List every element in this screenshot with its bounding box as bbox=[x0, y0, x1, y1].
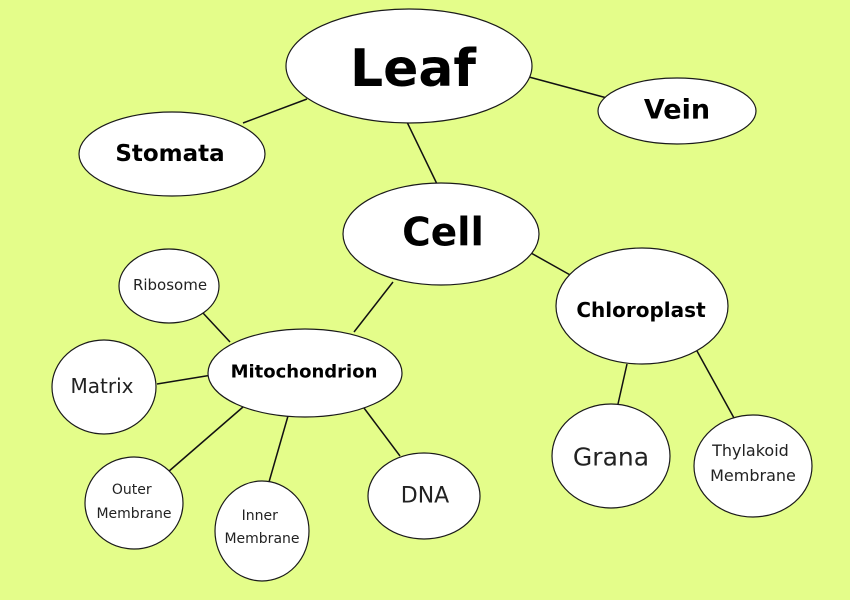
connector-lines bbox=[156, 76, 735, 483]
node-cell-shape bbox=[342, 182, 540, 286]
node-dna-label: DNA bbox=[401, 484, 449, 509]
node-stomata: Stomata bbox=[78, 111, 266, 197]
node-cell-label: Cell bbox=[402, 211, 484, 256]
edge-leaf-cell bbox=[405, 119, 438, 185]
node-thylakoid-membrane-line2: Membrane bbox=[710, 466, 796, 485]
node-mitochondrion-shape bbox=[207, 328, 403, 418]
node-outer-membrane: Outer Membrane bbox=[84, 456, 184, 550]
node-grana: Grana bbox=[551, 403, 671, 509]
node-ribosome-shape bbox=[118, 248, 220, 324]
node-grana-label: Grana bbox=[573, 443, 649, 472]
node-inner-membrane-shape bbox=[214, 480, 310, 582]
node-thylakoid-membrane-shape bbox=[693, 414, 813, 518]
node-ribosome-label: Ribosome bbox=[133, 276, 207, 294]
node-vein-shape bbox=[597, 77, 757, 145]
edge-chloroplast-thylakoid-membrane bbox=[696, 350, 735, 419]
node-outer-membrane-shape bbox=[84, 456, 184, 550]
edge-mitochondrion-dna bbox=[363, 407, 401, 457]
node-matrix-label: Matrix bbox=[71, 374, 134, 398]
node-leaf-shape bbox=[285, 8, 533, 124]
node-thylakoid-membrane-label: Thylakoid Membrane bbox=[710, 441, 796, 485]
node-outer-membrane-line1: Outer bbox=[112, 482, 152, 498]
node-grana-shape bbox=[551, 403, 671, 509]
node-mitochondrion: Mitochondrion bbox=[207, 328, 403, 418]
edge-cell-mitochondrion bbox=[353, 281, 394, 333]
node-dna-shape bbox=[367, 452, 481, 540]
node-chloroplast-label: Chloroplast bbox=[576, 298, 706, 322]
edge-cell-chloroplast bbox=[530, 252, 573, 277]
edge-chloroplast-grana bbox=[617, 363, 628, 405]
node-matrix-shape bbox=[51, 339, 157, 435]
edge-mitochondrion-matrix bbox=[156, 374, 213, 385]
node-stomata-label: Stomata bbox=[115, 141, 224, 167]
node-mitochondrion-label: Mitochondrion bbox=[231, 362, 378, 383]
node-vein: Vein bbox=[597, 77, 757, 145]
edge-mitochondrion-ribosome bbox=[202, 312, 231, 343]
node-vein-label: Vein bbox=[644, 95, 710, 126]
node-cell: Cell bbox=[342, 182, 540, 286]
node-ribosome: Ribosome bbox=[118, 248, 220, 324]
node-thylakoid-membrane: Thylakoid Membrane bbox=[693, 414, 813, 518]
node-inner-membrane-line2: Membrane bbox=[224, 531, 299, 547]
node-outer-membrane-line2: Membrane bbox=[96, 506, 171, 522]
node-inner-membrane: Inner Membrane bbox=[214, 480, 310, 582]
node-inner-membrane-line1: Inner bbox=[242, 508, 278, 524]
edge-mitochondrion-inner-membrane bbox=[268, 415, 289, 483]
edge-leaf-stomata bbox=[242, 98, 308, 124]
diagram-nodes: Leaf Vein Stomata Cell Chloroplast Mitoc… bbox=[51, 8, 813, 582]
node-matrix: Matrix bbox=[51, 339, 157, 435]
edge-mitochondrion-outer-membrane bbox=[167, 406, 244, 473]
node-outer-membrane-label: Outer Membrane bbox=[96, 482, 171, 522]
node-inner-membrane-label: Inner Membrane bbox=[224, 508, 299, 547]
node-chloroplast: Chloroplast bbox=[555, 247, 729, 365]
node-stomata-shape bbox=[78, 111, 266, 197]
node-dna: DNA bbox=[367, 452, 481, 540]
node-leaf: Leaf bbox=[285, 8, 533, 124]
node-thylakoid-membrane-line1: Thylakoid bbox=[711, 441, 789, 460]
node-chloroplast-shape bbox=[555, 247, 729, 365]
node-leaf-label: Leaf bbox=[350, 39, 477, 99]
edge-leaf-vein bbox=[528, 76, 608, 99]
